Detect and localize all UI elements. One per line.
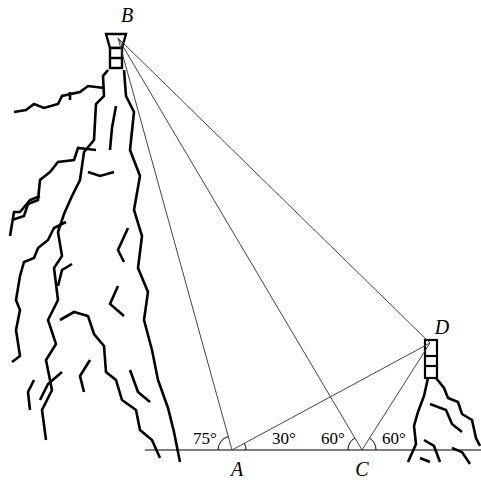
point-label: D bbox=[434, 317, 450, 337]
angle-arcs bbox=[218, 437, 376, 451]
tower-d bbox=[425, 340, 437, 378]
rock-right bbox=[408, 378, 480, 464]
angle-label: 30° bbox=[271, 430, 297, 447]
ground-line bbox=[145, 449, 481, 450]
angle-label: 75° bbox=[192, 430, 218, 447]
point-label: A bbox=[230, 459, 244, 479]
point-label: C bbox=[354, 459, 369, 479]
cliff-left bbox=[10, 70, 180, 462]
sight-lines bbox=[118, 38, 430, 450]
point-label: B bbox=[120, 5, 134, 25]
angle-label: 60° bbox=[381, 430, 407, 447]
tower-b bbox=[106, 34, 126, 68]
angle-label: 60° bbox=[320, 430, 346, 447]
